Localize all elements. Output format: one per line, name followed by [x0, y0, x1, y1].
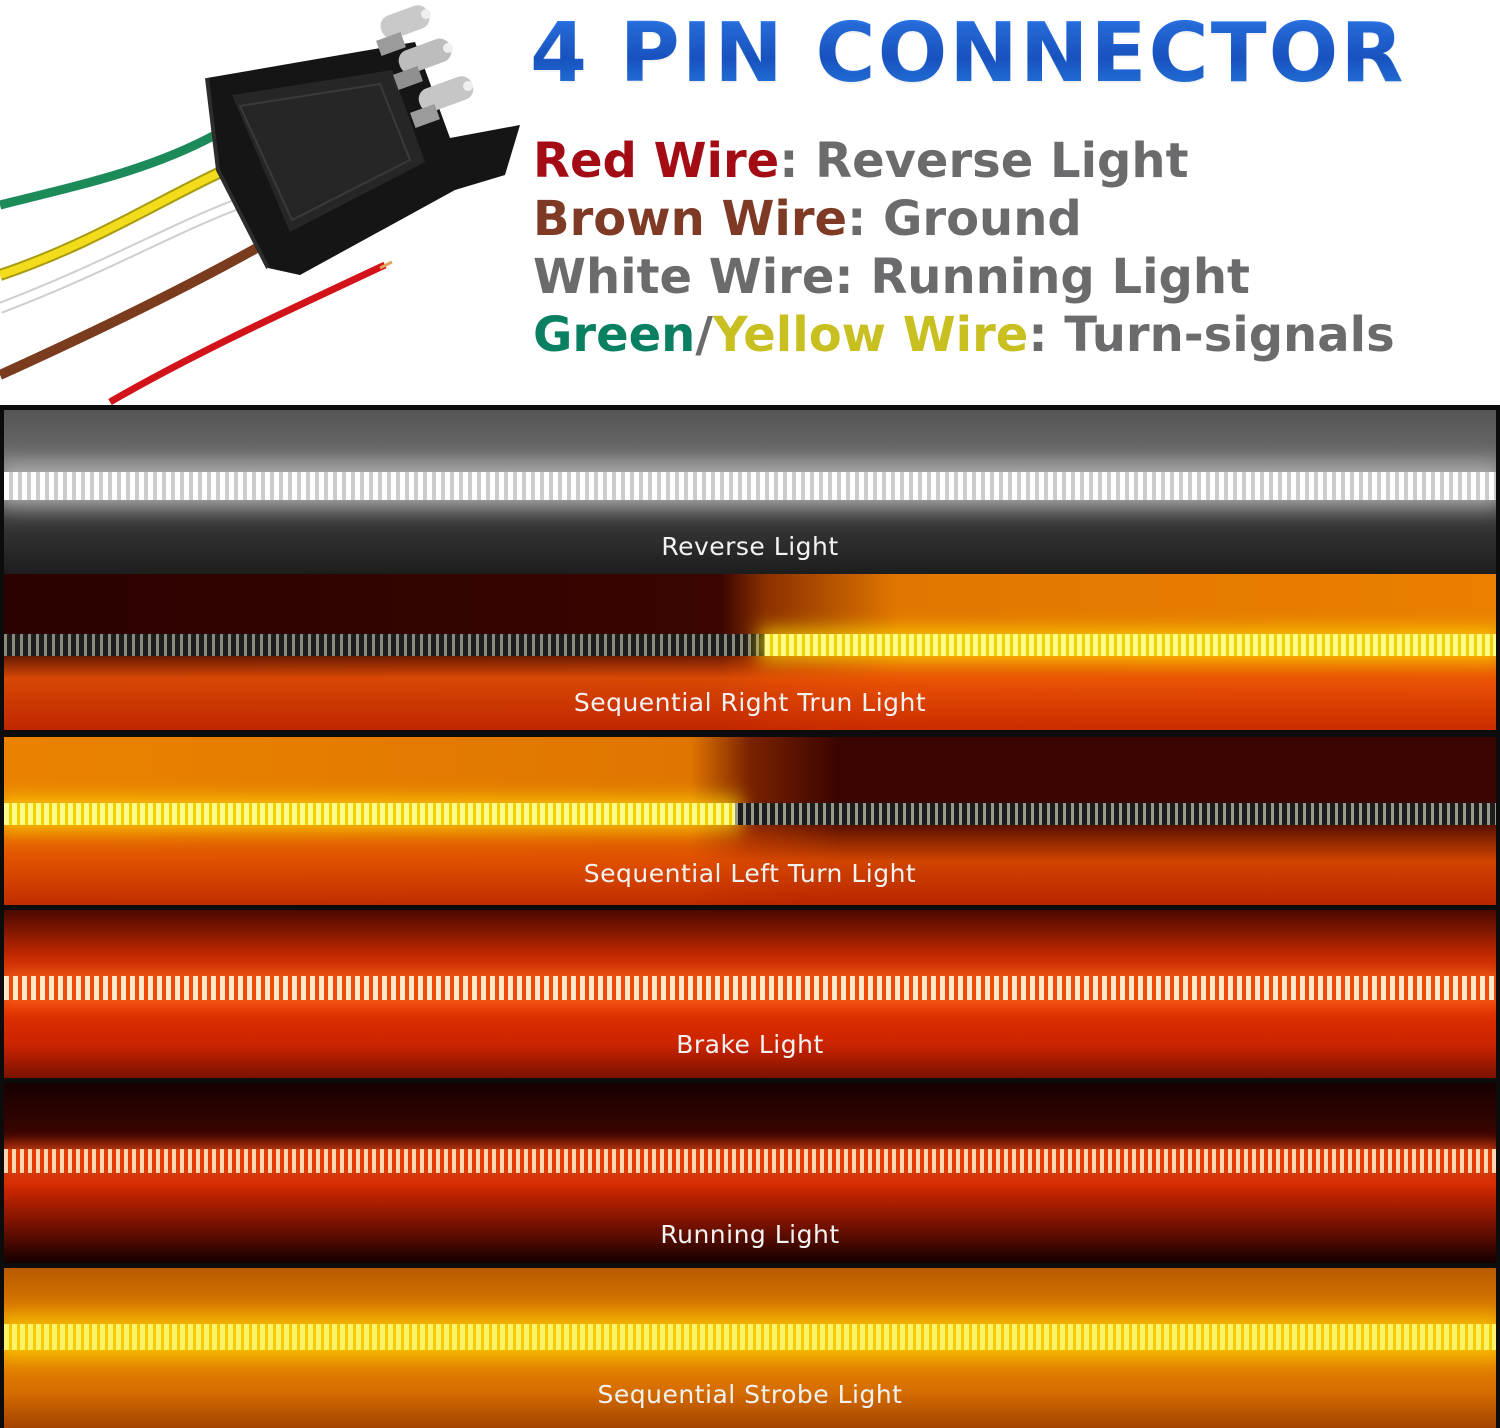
led-strip-lit-segment [4, 803, 736, 825]
mode-caption: Reverse Light [661, 532, 839, 561]
wire-function: Reverse Light [815, 133, 1189, 189]
led-strip-off-segment [735, 803, 1496, 825]
led-strip-amber [4, 1324, 1496, 1350]
brake-light-panel: Brake Light [4, 910, 1496, 1078]
led-strip-red [4, 976, 1496, 1000]
wire-function: Turn-signals [1064, 307, 1395, 363]
left-turn-panel: Sequential Left Turn Light [4, 737, 1496, 905]
slash: / [695, 307, 713, 363]
wiring-info-section: 4 PIN CONNECTOR Red Wire: Reverse Light … [0, 0, 1500, 405]
trailer-4-pin-connector-icon [0, 5, 520, 405]
right-turn-panel: Sequential Right Trun Light [4, 574, 1496, 730]
wire-function: Running Light [870, 249, 1250, 305]
separator: : [1028, 307, 1065, 363]
separator: : [834, 249, 871, 305]
legend-green-yellow-wire: Green/Yellow Wire: Turn-signals [533, 306, 1498, 364]
wire-function: Ground [883, 191, 1082, 247]
wire-legend: Red Wire: Reverse Light Brown Wire: Grou… [533, 132, 1498, 364]
mode-caption: Sequential Left Turn Light [583, 859, 917, 888]
reverse-light-panel: Reverse Light [4, 410, 1496, 574]
mode-caption: Brake Light [676, 1030, 824, 1059]
mode-caption: Sequential Strobe Light [597, 1380, 903, 1409]
led-strip-off-segment [4, 634, 765, 656]
led-strip-red-dim [4, 1149, 1496, 1173]
wire-name: White Wire [533, 249, 835, 305]
wire-name: Red Wire [533, 133, 780, 189]
glow [4, 644, 1496, 730]
light-modes-section: Reverse Light Sequential Right Trun Ligh… [0, 405, 1500, 1428]
legend-red-wire: Red Wire: Reverse Light [533, 132, 1498, 190]
wire-name-green: Green [533, 307, 696, 363]
glow [4, 825, 1496, 905]
running-light-panel: Running Light [4, 1083, 1496, 1263]
led-strip-white [4, 472, 1496, 500]
separator: : [847, 191, 883, 247]
mode-caption: Sequential Right Trun Light [573, 688, 927, 717]
legend-white-wire: White Wire: Running Light [533, 248, 1498, 306]
wire-name-yellow: Yellow Wire [712, 307, 1029, 363]
led-strip-lit-segment [764, 634, 1496, 656]
separator: : [779, 133, 816, 189]
wire-name: Brown Wire [533, 191, 848, 247]
strobe-light-panel: Sequential Strobe Light [4, 1268, 1496, 1428]
legend-brown-wire: Brown Wire: Ground [533, 190, 1498, 248]
mode-caption: Running Light [660, 1220, 840, 1249]
page-title: 4 PIN CONNECTOR [530, 6, 1490, 101]
